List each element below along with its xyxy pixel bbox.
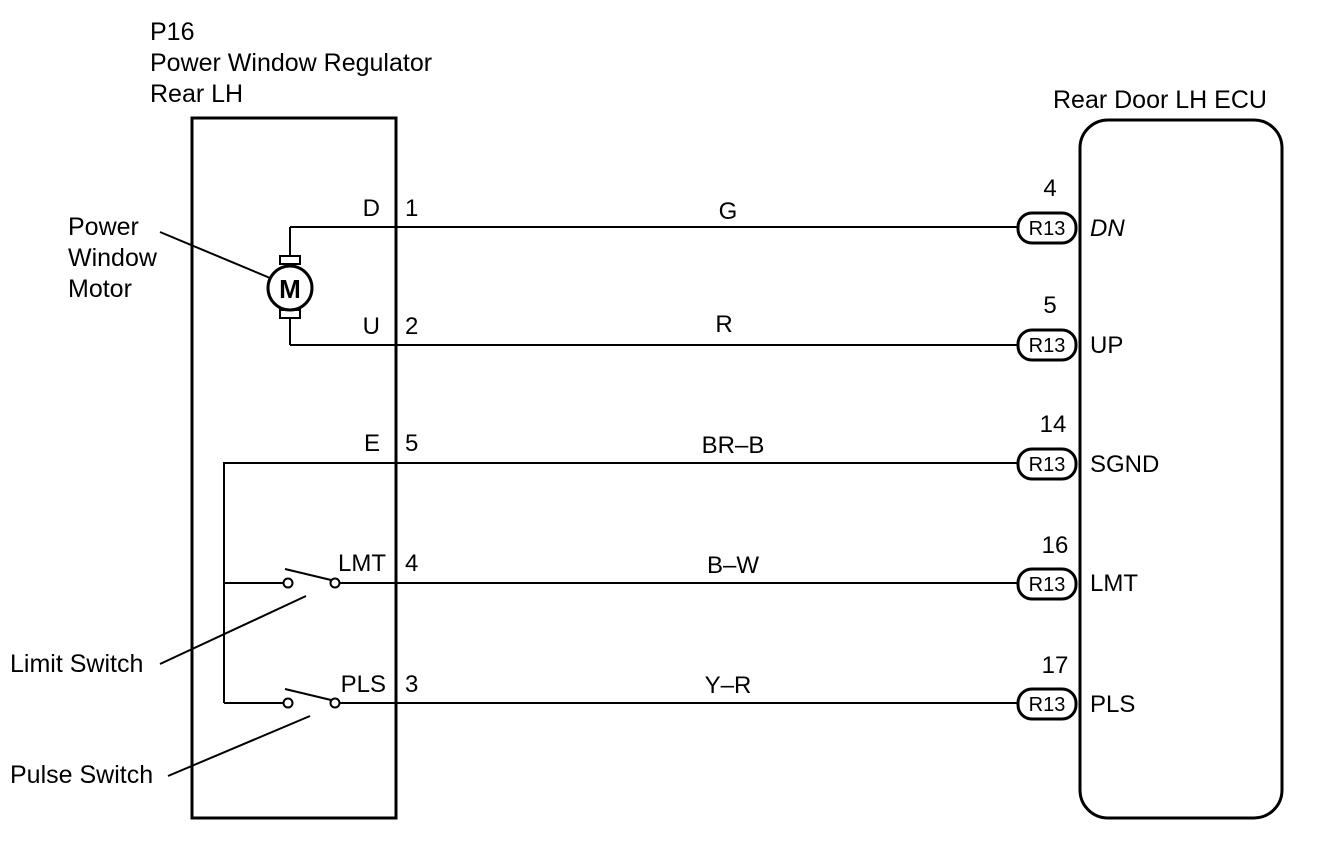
ecu-terminal-up: UP <box>1090 332 1123 359</box>
pulse-switch-symbol <box>282 688 341 709</box>
ecu-terminal-pls: PLS <box>1090 691 1135 718</box>
pulse-switch-leader <box>167 715 311 777</box>
connector-r13-sgnd-label: R13 <box>1029 454 1066 476</box>
ecu-pin-17: 17 <box>1042 652 1069 679</box>
connector-r13-dn-label: R13 <box>1029 218 1066 240</box>
wire-color-g: G <box>719 198 738 225</box>
motor-label-line1: Power <box>68 213 139 241</box>
terminal-u: U <box>363 313 380 340</box>
connector-r13-lmt-label: R13 <box>1029 574 1066 596</box>
power-window-motor: M <box>266 227 314 345</box>
pin-4: 4 <box>405 550 418 577</box>
pin-2: 2 <box>405 313 418 340</box>
limit-switch-label: Limit Switch <box>10 650 143 678</box>
connector-r13-sgnd <box>1016 447 1078 481</box>
pin-3: 3 <box>405 671 418 698</box>
wire-color-r: R <box>715 311 732 338</box>
pulse-switch-label: Pulse Switch <box>10 761 153 789</box>
ecu-name: Rear Door LH ECU <box>1053 86 1267 114</box>
pin-5: 5 <box>405 430 418 457</box>
connector-r13-pls <box>1016 687 1078 721</box>
connector-r13-up <box>1016 328 1078 362</box>
component-name: Power Window Regulator <box>150 49 432 77</box>
ecu-terminal-lmt: LMT <box>1090 570 1138 597</box>
wire-color-b-w: B–W <box>707 552 759 579</box>
motor-label-line2: Window <box>68 244 158 272</box>
terminal-e: E <box>364 430 380 457</box>
ecu-pin-5: 5 <box>1043 292 1056 319</box>
connector-r13-lmt <box>1016 567 1078 601</box>
motor-leader-line <box>159 231 271 279</box>
connector-r13-pls-label: R13 <box>1029 694 1066 716</box>
regulator-box <box>190 116 398 820</box>
limit-switch-leader <box>159 595 307 665</box>
ecu-terminal-dn: DN <box>1090 215 1125 242</box>
pin-1: 1 <box>405 195 418 222</box>
component-id: P16 <box>150 18 194 46</box>
terminal-pls: PLS <box>341 671 386 698</box>
ecu-terminal-sgnd: SGND <box>1090 451 1159 478</box>
wire-sgnd <box>223 462 1018 703</box>
ecu-pin-4: 4 <box>1043 175 1056 202</box>
motor-letter: M <box>279 274 301 304</box>
connector-r13-dn <box>1016 211 1078 245</box>
wire-color-br-b: BR–B <box>702 432 765 459</box>
connector-r13-up-label: R13 <box>1029 335 1066 357</box>
terminal-lmt: LMT <box>338 550 386 577</box>
motor-symbol <box>266 264 314 312</box>
limit-switch-symbol <box>282 568 341 589</box>
ecu-pin-14: 14 <box>1040 411 1067 438</box>
motor-label-line3: Motor <box>68 275 132 303</box>
ecu-box <box>1078 118 1284 820</box>
ecu-pin-16: 16 <box>1042 532 1069 559</box>
component-location: Rear LH <box>150 80 243 108</box>
terminal-d: D <box>363 195 380 222</box>
wire-color-y-r: Y–R <box>705 672 752 699</box>
